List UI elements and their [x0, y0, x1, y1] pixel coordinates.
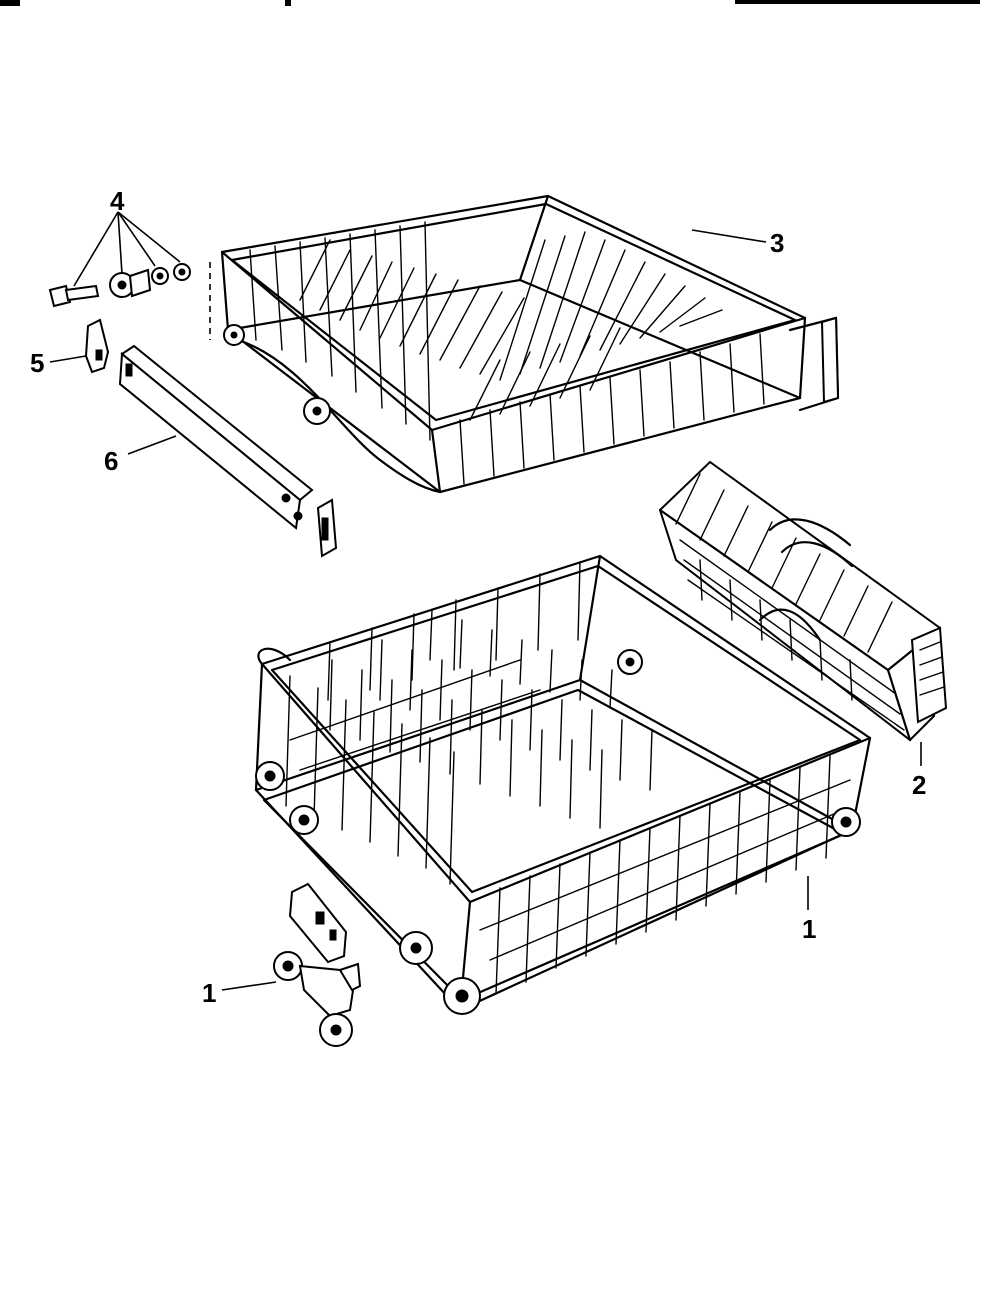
- callouts: 4 5 6 3 2 1 1: [30, 186, 926, 1008]
- header-fragment-left: [0, 0, 20, 6]
- callout-2: 2: [912, 770, 926, 800]
- header-fragment-right: [735, 0, 980, 4]
- wheel-assembly: [221, 882, 362, 1047]
- callout-3: 3: [770, 228, 784, 258]
- leader-3: [691, 229, 767, 243]
- header-fragment-center: [285, 0, 291, 6]
- silverware-basket: [658, 460, 948, 766]
- upper-rack: [209, 194, 840, 494]
- callout-5: 5: [30, 348, 44, 378]
- track-rail: [118, 344, 338, 558]
- lower-rack: [254, 554, 872, 1015]
- callout-1-wheel-assembly: 1: [202, 978, 216, 1008]
- stop-clip: [49, 318, 110, 374]
- fastener-set: [48, 211, 191, 308]
- callout-4: 4: [110, 186, 125, 216]
- callout-1-lower-rack: 1: [802, 914, 816, 944]
- callout-6: 6: [104, 446, 118, 476]
